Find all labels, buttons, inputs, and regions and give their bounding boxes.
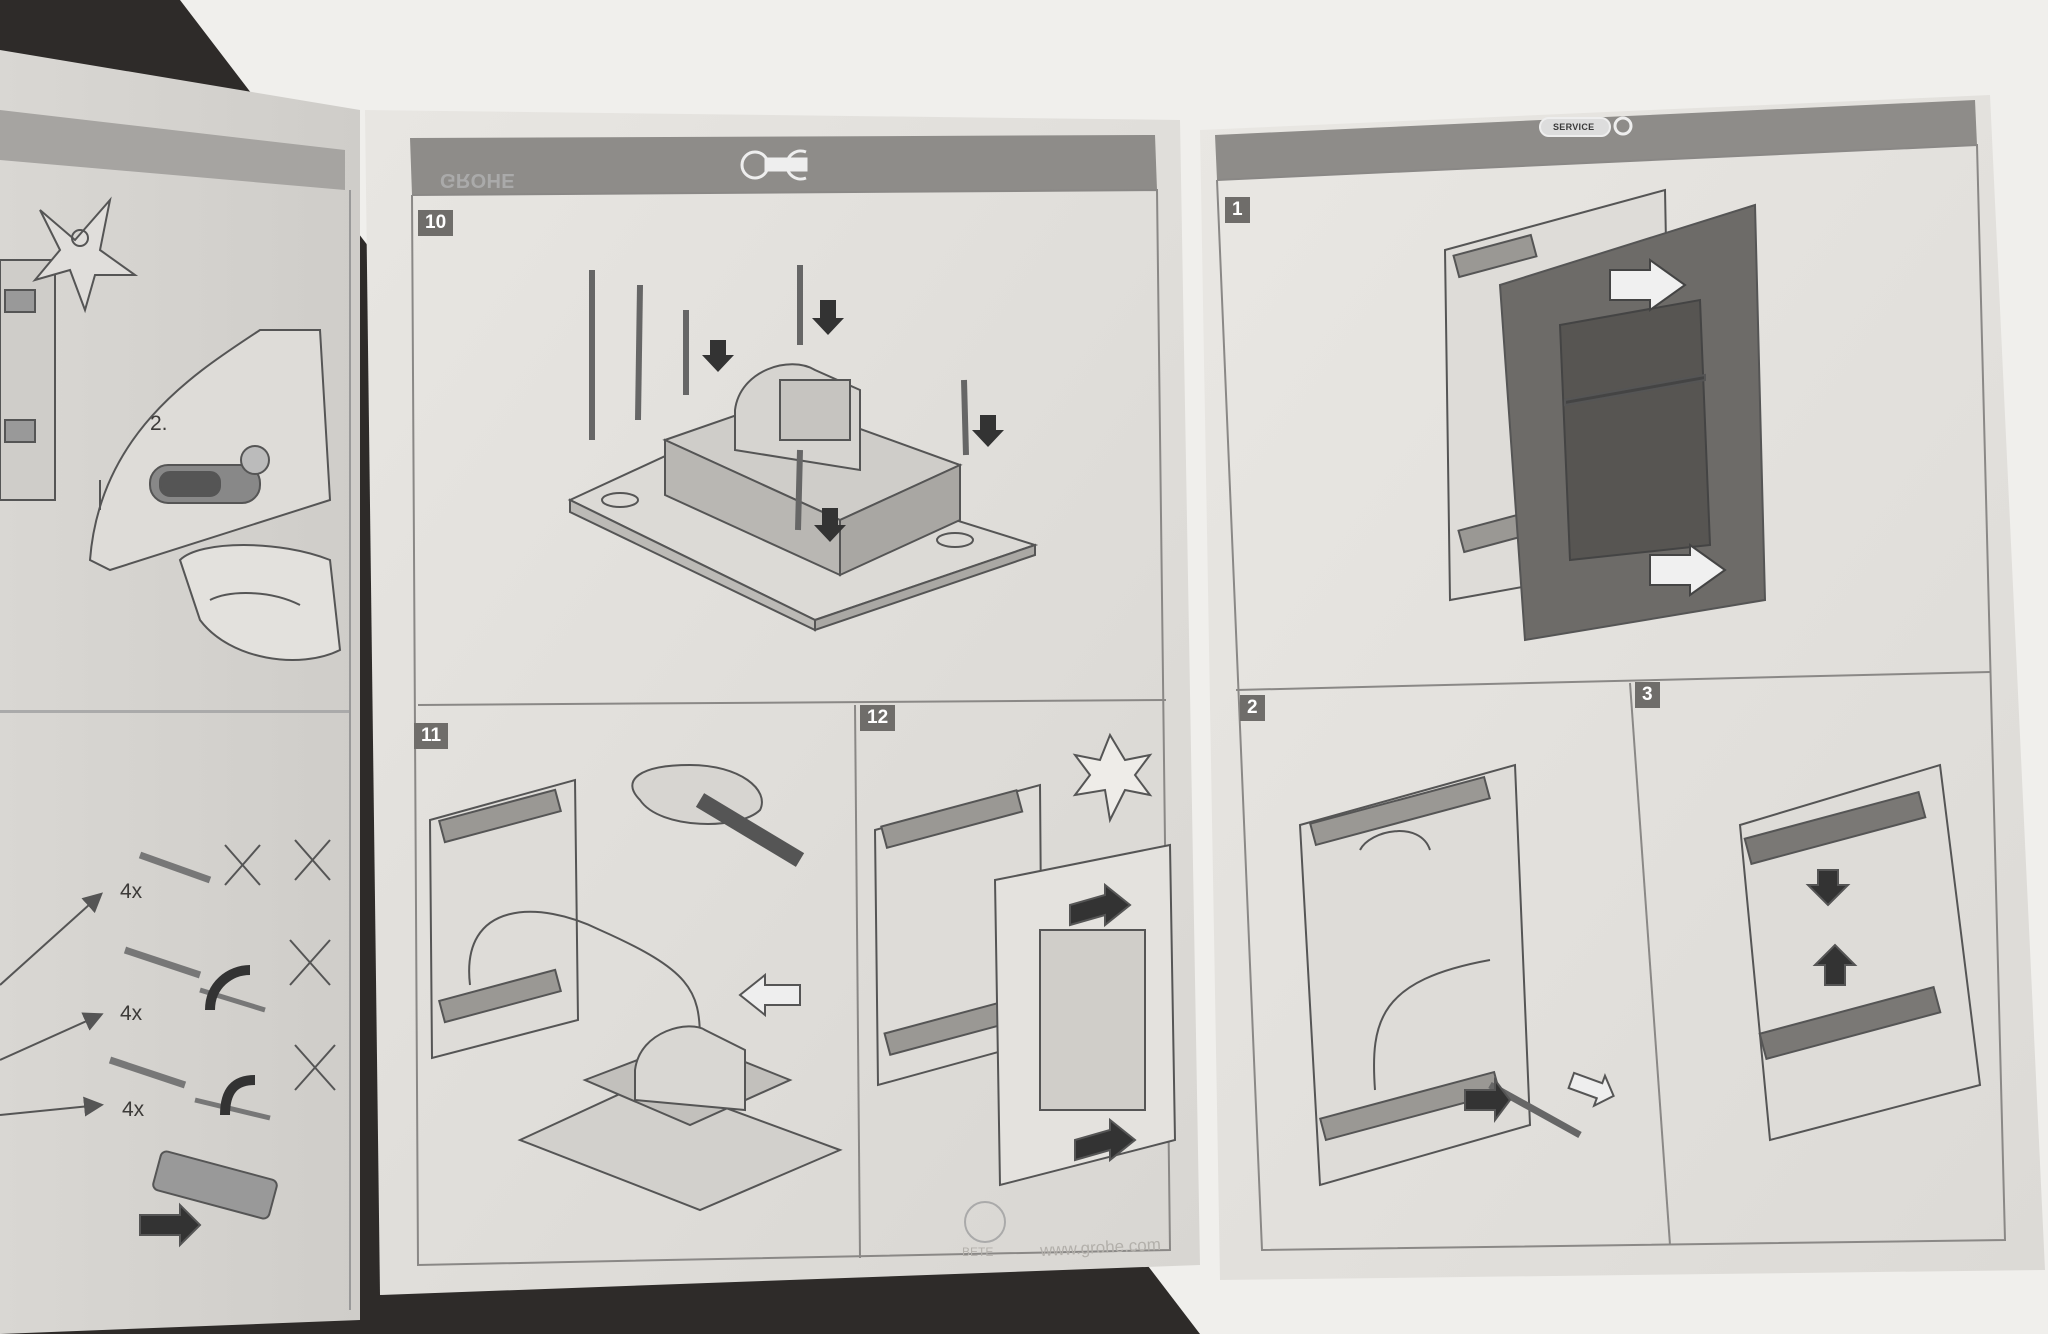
step-11-drawing bbox=[428, 763, 843, 1212]
service-badge-text: SERVICE bbox=[1553, 122, 1595, 132]
step-number-1: 1 bbox=[1225, 197, 1250, 223]
quantity-label-3: 4x bbox=[122, 1098, 145, 1121]
quantity-label-2: 4x bbox=[120, 1002, 143, 1025]
wrench-icon bbox=[740, 149, 808, 181]
step-number-12: 12 bbox=[860, 705, 896, 731]
step-3-drawing bbox=[1738, 763, 1982, 1142]
step-2-drawing bbox=[1298, 763, 1615, 1187]
step-number-11: 11 bbox=[414, 723, 449, 749]
footer-logo-text: BETE bbox=[962, 1245, 994, 1259]
step-number-2: 2 bbox=[1240, 695, 1265, 721]
left-panel-paper bbox=[0, 50, 360, 1334]
step-10-drawing bbox=[567, 265, 1039, 632]
left-bottom-drawing bbox=[0, 839, 336, 1248]
header-logo-text: GROHE bbox=[440, 169, 515, 191]
right-header-bar bbox=[1215, 100, 1977, 180]
step-12-drawing bbox=[873, 732, 1177, 1187]
step-1-drawing bbox=[1443, 188, 1767, 642]
step-number-3: 3 bbox=[1635, 682, 1660, 708]
right-grid bbox=[1216, 143, 2007, 1252]
hand-step-label: 2. bbox=[150, 412, 168, 435]
step-number-10: 10 bbox=[418, 210, 454, 236]
left-top-drawing bbox=[0, 196, 342, 661]
left-header-bar bbox=[0, 110, 345, 190]
service-badge bbox=[1539, 116, 1633, 137]
quantity-label-1: 4x bbox=[120, 880, 143, 903]
middle-grid bbox=[411, 188, 1172, 1267]
middle-footer-logo bbox=[964, 1201, 1006, 1243]
